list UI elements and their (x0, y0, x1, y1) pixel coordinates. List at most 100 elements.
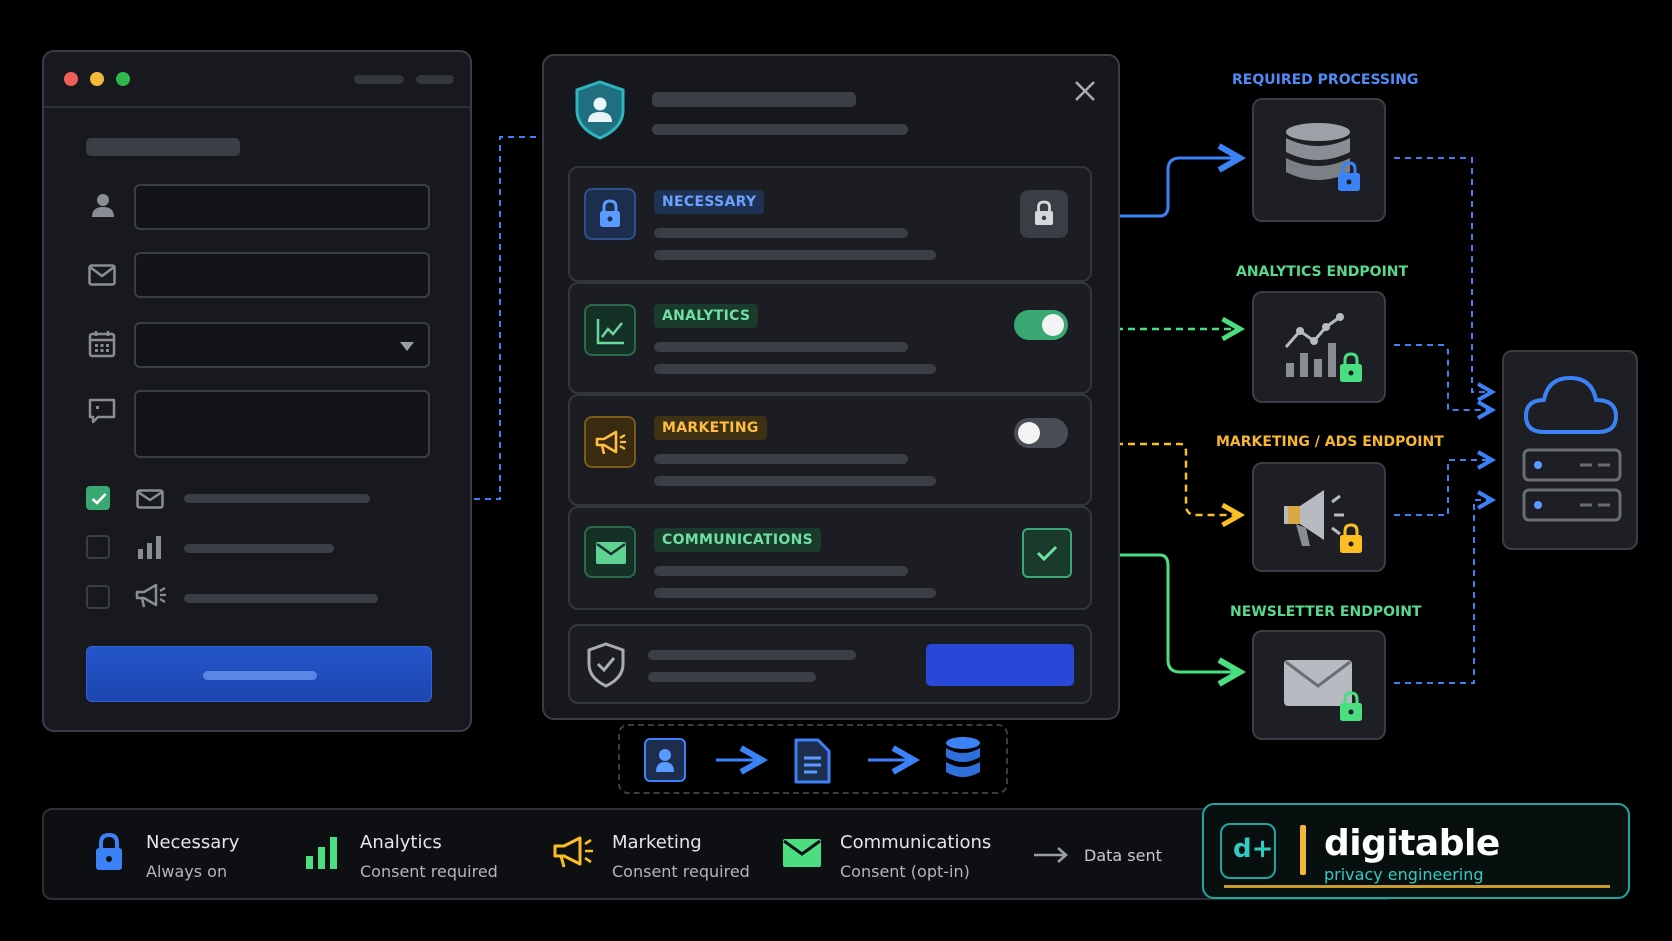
message-textarea[interactable] (134, 390, 430, 458)
shield-user-icon (575, 80, 625, 140)
analytics-icon-box (584, 304, 636, 356)
consent-text-placeholder (184, 594, 378, 603)
envelope-icon (136, 489, 164, 509)
lock-icon (600, 199, 620, 227)
line-chart-icon (596, 319, 624, 345)
window-maximize-dot[interactable] (116, 72, 130, 86)
category-desc-placeholder (654, 364, 936, 374)
signup-form-window (42, 50, 472, 732)
document-icon (794, 738, 831, 784)
brand-badge: d+ digitable privacy engineering (1202, 803, 1630, 899)
bar-chart-icon (306, 837, 337, 869)
arrow-right-icon (1034, 847, 1068, 863)
server-rack-icon (1522, 448, 1622, 522)
toggle-knob (1018, 422, 1040, 444)
category-tag-communications: COMMUNICATIONS (654, 528, 822, 552)
consent-checkbox-analytics[interactable] (86, 535, 110, 559)
data-pipeline (618, 724, 1008, 794)
check-icon (91, 493, 107, 505)
titlebar-placeholder (354, 75, 404, 84)
required-to-cloud (1394, 157, 1492, 392)
category-desc-placeholder (654, 588, 936, 598)
check-icon (1036, 545, 1058, 562)
category-desc-placeholder (654, 342, 908, 352)
date-select[interactable] (134, 322, 430, 368)
close-icon[interactable] (1074, 80, 1096, 102)
message-icon (88, 398, 116, 424)
megaphone-icon (135, 583, 166, 608)
brand-underline (1224, 885, 1610, 888)
email-input[interactable] (134, 252, 430, 298)
category-card-marketing: MARKETING (568, 394, 1092, 506)
category-desc-placeholder (654, 566, 908, 576)
database-icon (946, 737, 980, 777)
communications-checkbox-checked[interactable] (1022, 528, 1072, 578)
lock-icon (1035, 200, 1053, 225)
category-tag-necessary: NECESSARY (654, 190, 765, 214)
endpoint-box-required (1252, 98, 1386, 222)
save-preferences-button[interactable] (926, 644, 1074, 686)
marketing-flow (1092, 442, 1240, 515)
marketing-toggle-off[interactable] (1014, 418, 1068, 448)
analytics-chart-lock-icon (1284, 313, 1362, 382)
category-card-analytics: ANALYTICS (568, 282, 1092, 394)
endpoint-box-analytics (1252, 291, 1386, 403)
communications-flow (1092, 553, 1240, 672)
ads-to-cloud (1394, 460, 1492, 516)
envelope-icon (88, 264, 116, 286)
brand-tagline: privacy engineering (1324, 865, 1484, 884)
user-icon-box (644, 738, 686, 782)
cloud-icon (1524, 376, 1618, 434)
necessary-flow (1092, 158, 1240, 218)
user-icon (92, 194, 114, 217)
cloud-server-box (1502, 350, 1638, 550)
window-close-dot[interactable] (64, 72, 78, 86)
footer-text-placeholder (648, 650, 856, 660)
category-tag-marketing: MARKETING (654, 416, 767, 440)
envelope-icon (783, 839, 821, 867)
calendar-icon (88, 331, 116, 358)
button-label-placeholder (203, 671, 317, 680)
consent-checkbox-marketing[interactable] (86, 585, 110, 609)
category-card-communications: COMMUNICATIONS (568, 506, 1092, 610)
legend-sub-necessary: Always on (146, 862, 228, 881)
legend-sub-marketing: Consent required (612, 862, 750, 881)
modal-footer (568, 624, 1092, 704)
legend-sub-analytics: Consent required (360, 862, 498, 881)
megaphone-icon (595, 430, 626, 455)
analytics-to-cloud (1394, 344, 1492, 410)
legend-data-sent: Data sent (1084, 846, 1162, 865)
envelope-lock-icon (1284, 660, 1362, 721)
category-desc-placeholder (654, 228, 908, 238)
form-title-placeholder (86, 138, 240, 156)
envelope-icon (596, 542, 626, 564)
toggle-knob (1042, 314, 1064, 336)
megaphone-icon (553, 836, 593, 868)
necessary-icon-box (584, 188, 636, 240)
consent-checkbox-email[interactable] (86, 486, 110, 510)
legend-title-communications: Communications (840, 832, 992, 853)
necessary-locked-indicator (1020, 190, 1068, 238)
legend-title-analytics: Analytics (360, 832, 442, 853)
megaphone-lock-icon (1284, 490, 1362, 553)
category-desc-placeholder (654, 250, 936, 260)
user-icon (656, 749, 674, 772)
footer-text-placeholder (648, 672, 816, 682)
chevron-down-icon (400, 342, 414, 351)
communications-icon-box (584, 526, 636, 578)
legend-title-necessary: Necessary (146, 832, 240, 853)
form-to-modal-connector (452, 136, 540, 500)
name-input[interactable] (134, 184, 430, 230)
brand-name: digitable (1324, 823, 1500, 864)
submit-button[interactable] (86, 646, 432, 702)
endpoint-label-required: REQUIRED PROCESSING (1232, 72, 1419, 88)
category-desc-placeholder (654, 454, 908, 464)
lock-icon (96, 832, 122, 870)
analytics-toggle-on[interactable] (1014, 310, 1068, 340)
brand-divider (1300, 825, 1306, 875)
modal-subtitle-placeholder (652, 124, 908, 135)
window-minimize-dot[interactable] (90, 72, 104, 86)
brand-logo-text: d+ (1233, 834, 1274, 864)
window-titlebar (44, 52, 470, 108)
brand-logo-mark: d+ (1220, 823, 1276, 879)
